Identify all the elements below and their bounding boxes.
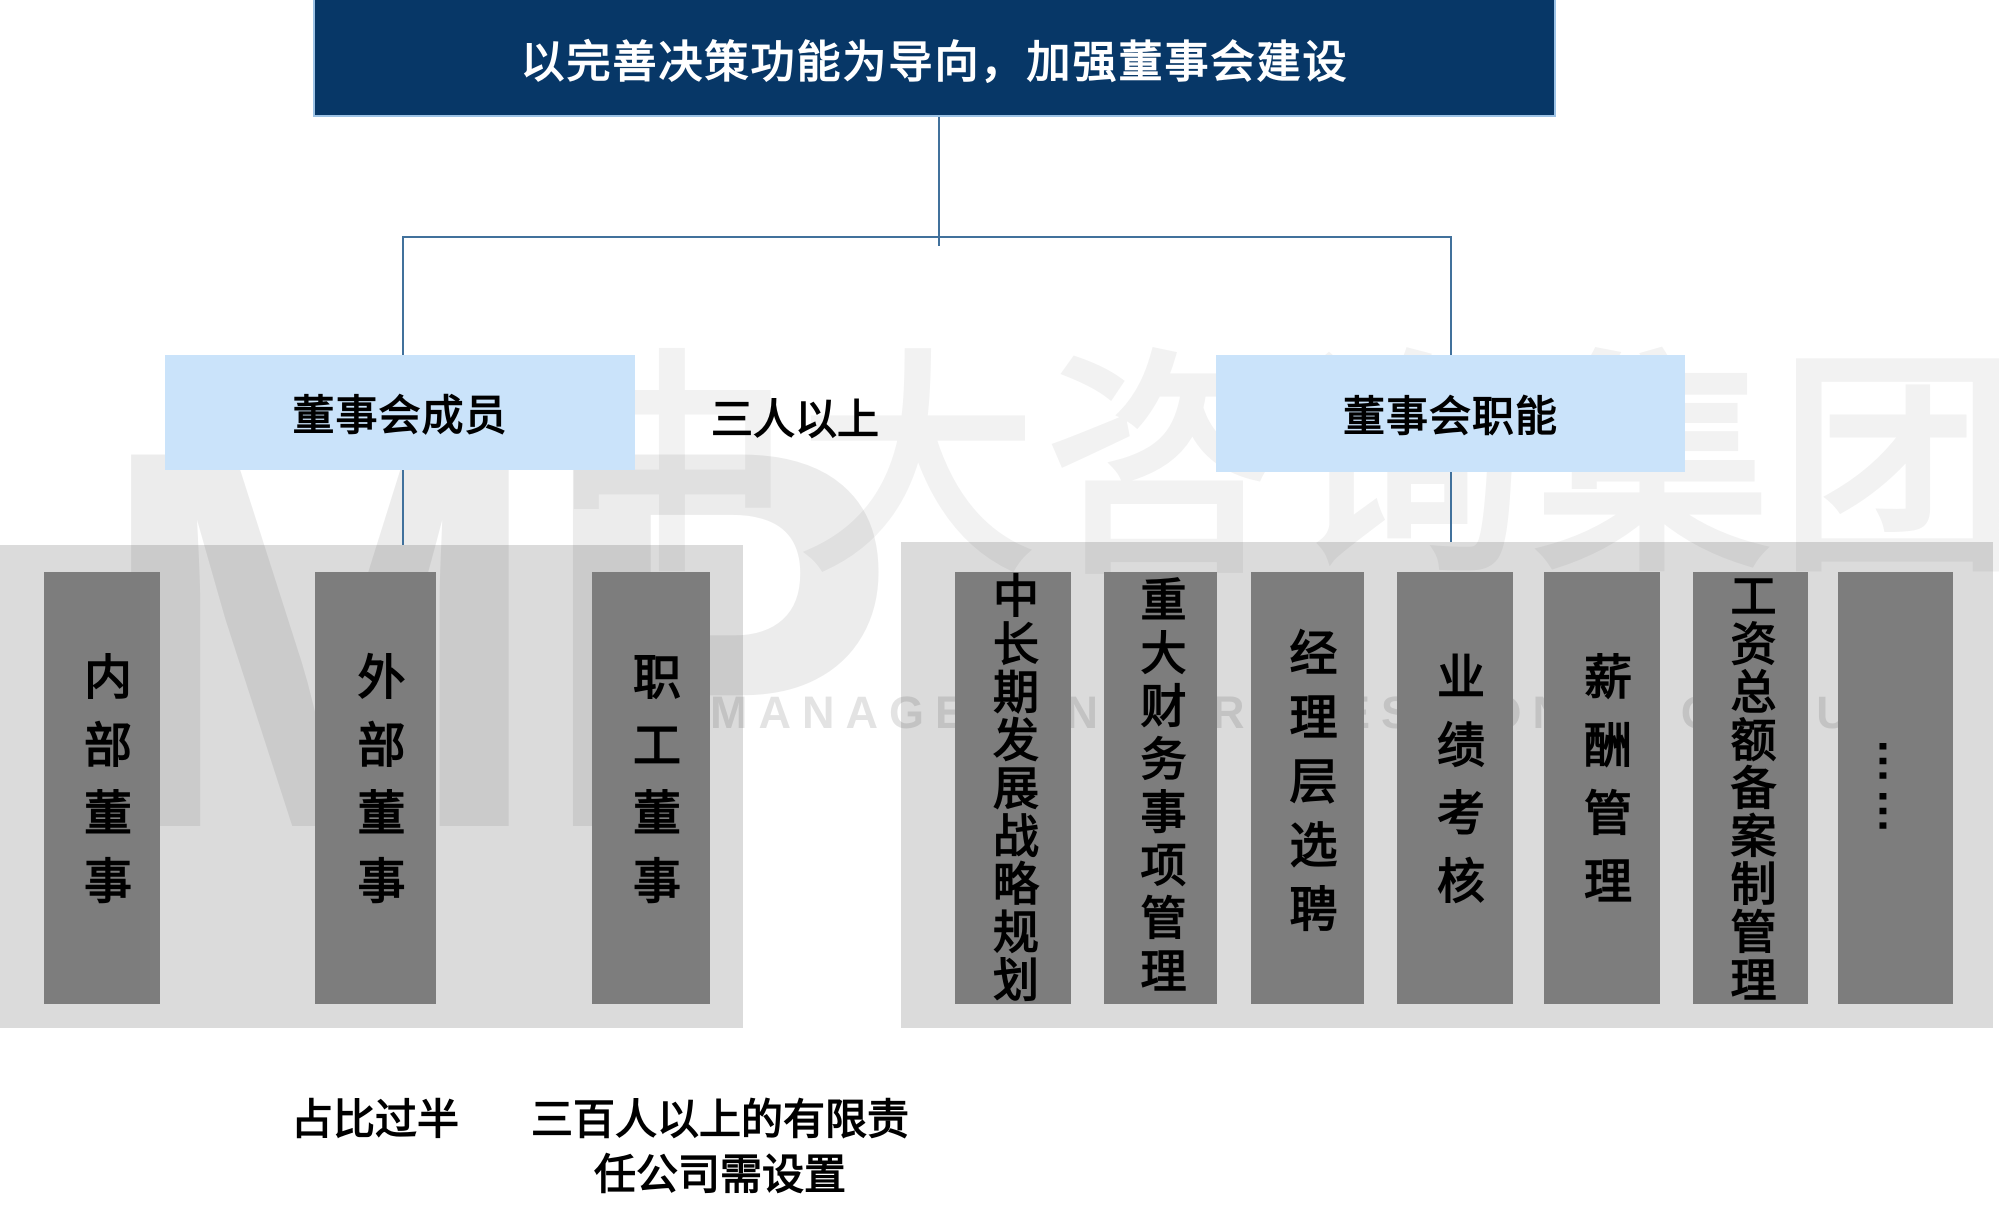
bar-label: 经理层选聘 — [1281, 628, 1335, 948]
employee-director-requirement-note: 三百人以上的有限责 任公司需设置 — [530, 1096, 909, 1198]
connector-right-lower — [1450, 472, 1452, 542]
board-members-box: 董事会成员 — [165, 355, 635, 470]
bar-performance-appraisal: 业绩考核 — [1397, 572, 1513, 1004]
bar-label: 内部董事 — [76, 652, 129, 924]
bar-internal-director: 内部董事 — [44, 572, 160, 1004]
board-functions-box: 董事会职能 — [1216, 355, 1685, 472]
bar-employee-director: 职工董事 — [592, 572, 710, 1004]
connector-left-lower — [402, 470, 404, 545]
bar-label: …… — [1869, 738, 1922, 838]
three-or-more-note: 三人以上 — [710, 396, 879, 443]
connector-center-stub — [938, 236, 940, 246]
connector-right-drop — [1450, 236, 1452, 355]
bar-ellipsis: …… — [1838, 572, 1953, 1004]
diagram-title-banner: 以完善决策功能为导向，加强董事会建设 — [313, 0, 1556, 117]
bar-label: 业绩考核 — [1429, 652, 1482, 924]
bar-label: 薪酬管理 — [1576, 652, 1629, 924]
board-functions-label: 董事会职能 — [1342, 393, 1558, 440]
bar-major-financial-matters: 重大财务事项管理 — [1104, 572, 1217, 1004]
bar-total-wage-filing-management: 工资总额备案制管理 — [1693, 572, 1808, 1004]
bar-strategy-planning: 中长期发展战略规划 — [955, 572, 1071, 1004]
bar-compensation-management: 薪酬管理 — [1544, 572, 1660, 1004]
bar-label: 重大财务事项管理 — [1134, 576, 1187, 1000]
bar-label: 职工董事 — [625, 652, 678, 924]
diagram-title: 以完善决策功能为导向，加强董事会建设 — [520, 37, 1349, 87]
bar-manager-selection: 经理层选聘 — [1251, 572, 1364, 1004]
bar-label: 外部董事 — [349, 652, 403, 924]
bar-label: 工资总额备案制管理 — [1724, 572, 1777, 1004]
connector-left-drop — [402, 236, 404, 355]
connector-horizontal — [402, 236, 1452, 238]
majority-ratio-note: 占比过半 — [290, 1096, 459, 1143]
bar-label: 中长期发展战略规划 — [987, 572, 1039, 1004]
board-members-label: 董事会成员 — [292, 392, 508, 439]
bar-external-director: 外部董事 — [315, 572, 436, 1004]
connector-center-vertical — [938, 117, 940, 236]
